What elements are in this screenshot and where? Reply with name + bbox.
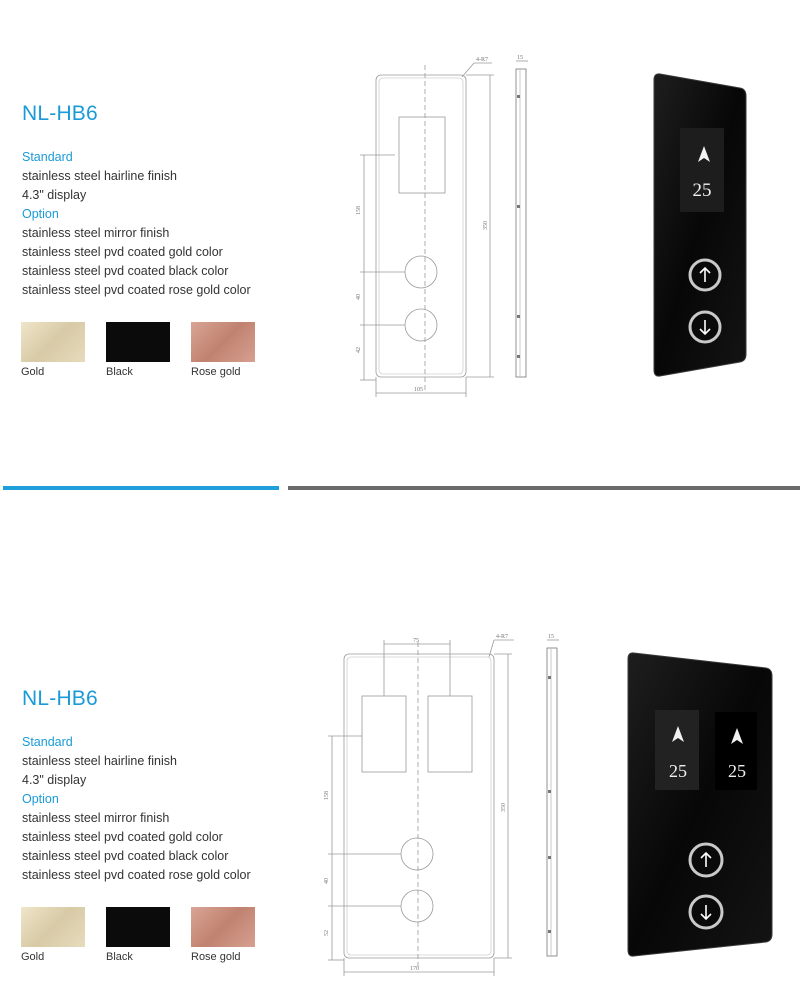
swatch-label-black: Black [106, 951, 133, 963]
spec-item: stainless steel pvd coated gold color [22, 245, 223, 259]
spec-item: 4.3" display [22, 188, 87, 202]
swatch-gold [21, 322, 85, 362]
spec-item: stainless steel pvd coated black color [22, 264, 229, 278]
spec-list: Standard stainless steel hairline finish… [22, 148, 251, 300]
section-divider-gray [288, 486, 800, 490]
standard-heading: Standard [22, 150, 73, 164]
dim-top-label: 75 [413, 638, 419, 644]
floor-display-text: 25 [693, 180, 712, 201]
hall-button-panel-render: 25 [653, 73, 747, 377]
option-heading: Option [22, 207, 59, 221]
spec-list: Standard stainless steel hairline finish… [22, 733, 251, 885]
dim-depth-label: 15 [517, 55, 523, 61]
spec-item: stainless steel pvd coated black color [22, 849, 229, 863]
swatch-label-rose-gold: Rose gold [191, 951, 241, 963]
dim-v1-label: 158 [324, 791, 330, 800]
standard-heading: Standard [22, 735, 73, 749]
dim-v3-label: 52 [324, 930, 330, 936]
dim-width-label: 105 [414, 387, 423, 393]
swatch-label-rose-gold: Rose gold [191, 366, 241, 378]
option-heading: Option [22, 792, 59, 806]
call-down-button [688, 894, 724, 930]
dim-v2-label: 40 [324, 878, 330, 884]
spec-item: stainless steel hairline finish [22, 169, 177, 183]
spec-item: stainless steel hairline finish [22, 754, 177, 768]
swatch-rose-gold [191, 907, 255, 947]
product-block-1: NL-HB6 Standard stainless steel hairline… [0, 0, 800, 480]
swatch-black [106, 322, 170, 362]
section-divider-blue [3, 486, 279, 490]
swatch-rose-gold [191, 322, 255, 362]
dim-corner-label: 4-R7 [496, 634, 508, 640]
spec-item: stainless steel mirror finish [22, 811, 170, 825]
technical-drawing: 4-R7 15 158 40 42 350 105 [356, 55, 528, 397]
dim-corner-label: 4-R7 [476, 57, 488, 63]
swatch-black [106, 907, 170, 947]
call-up-button [688, 258, 722, 292]
spec-item: stainless steel mirror finish [22, 226, 170, 240]
spec-item: stainless steel pvd coated gold color [22, 830, 223, 844]
dim-v2-label: 40 [356, 294, 362, 300]
spec-item: stainless steel pvd coated rose gold col… [22, 868, 251, 882]
model-title: NL-HB6 [22, 687, 98, 710]
dim-height-label: 350 [501, 803, 507, 812]
dim-v1-label: 158 [356, 206, 362, 215]
dim-width-label: 170 [410, 966, 419, 972]
call-up-button [688, 842, 724, 878]
dim-height-label: 350 [483, 221, 489, 230]
model-title: NL-HB6 [22, 102, 98, 125]
spec-item: 4.3" display [22, 773, 87, 787]
swatch-label-gold: Gold [21, 366, 45, 378]
product-block-2: NL-HB6 Standard stainless steel hairline… [0, 500, 800, 990]
call-down-button [688, 310, 722, 344]
dim-depth-label: 15 [548, 634, 554, 640]
floor-display-text-right: 25 [728, 761, 746, 781]
swatch-label-gold: Gold [21, 951, 45, 963]
floor-display-text-left: 25 [669, 761, 687, 781]
technical-drawing: 75 4-R7 15 158 40 52 350 170 [324, 634, 559, 976]
hall-button-panel-render-dual: 25 25 [627, 652, 773, 957]
dim-v3-label: 42 [356, 347, 362, 353]
swatch-label-black: Black [106, 366, 133, 378]
spec-item: stainless steel pvd coated rose gold col… [22, 283, 251, 297]
swatch-gold [21, 907, 85, 947]
